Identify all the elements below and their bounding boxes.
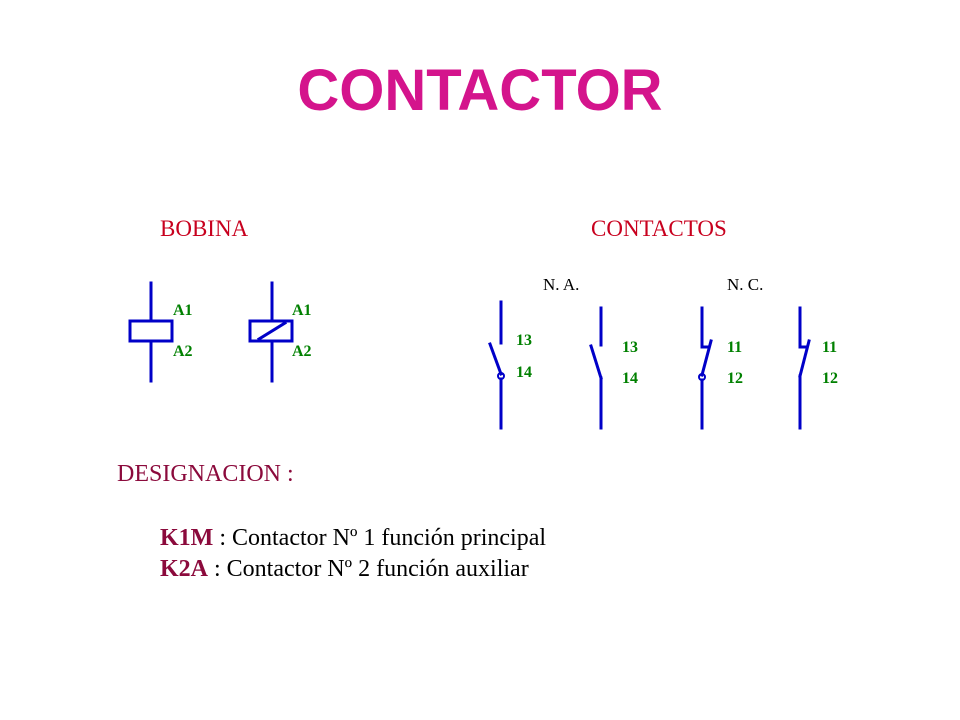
nc-contact-2-bottom-terminal: 12 <box>822 370 838 387</box>
nc-label: N. C. <box>727 275 764 294</box>
na-contact-2-top-terminal: 13 <box>622 339 638 356</box>
coil-1-top-terminal: A1 <box>173 302 193 319</box>
na-contact-1-top-terminal: 13 <box>516 332 532 349</box>
nc-contact-1-blade <box>700 339 713 377</box>
na-contact-1-bottom-terminal: 14 <box>516 364 532 381</box>
designation-code: K2A <box>160 556 208 582</box>
designation-code: K1M <box>160 525 214 551</box>
nc-contact-2-top-terminal: 11 <box>822 339 838 356</box>
nc-contact-1-bottom-terminal: 12 <box>727 370 743 387</box>
nc-contact-1-top-terminal: 11 <box>727 339 743 356</box>
coil-2-diagonal <box>256 320 288 342</box>
contactos-header: CONTACTOS <box>591 216 727 241</box>
coil-1-bottom-terminal: A2 <box>173 343 193 360</box>
designation-item-k2a: K2A : Contactor Nº 2 función auxiliar <box>160 555 529 583</box>
na-label: N. A. <box>543 275 580 294</box>
bobina-header: BOBINA <box>160 216 249 241</box>
na-contact-2-bottom-terminal: 14 <box>622 370 638 387</box>
na-contact-2-blade <box>589 344 603 380</box>
page-title: CONTACTOR <box>297 58 663 123</box>
coil-2-top-terminal: A1 <box>292 302 312 319</box>
designation-text: : Contactor Nº 2 función auxiliar <box>208 556 529 582</box>
designation-heading: DESIGNACION : <box>117 461 294 487</box>
na-contact-1-blade <box>488 342 503 376</box>
designation-text: : Contactor Nº 1 función principal <box>213 525 547 551</box>
designation-item-k1m: K1M : Contactor Nº 1 función principal <box>160 524 546 552</box>
coil-2-bottom-terminal: A2 <box>292 343 312 360</box>
nc-contact-2-blade <box>798 339 811 378</box>
coil-1-body <box>128 319 174 343</box>
